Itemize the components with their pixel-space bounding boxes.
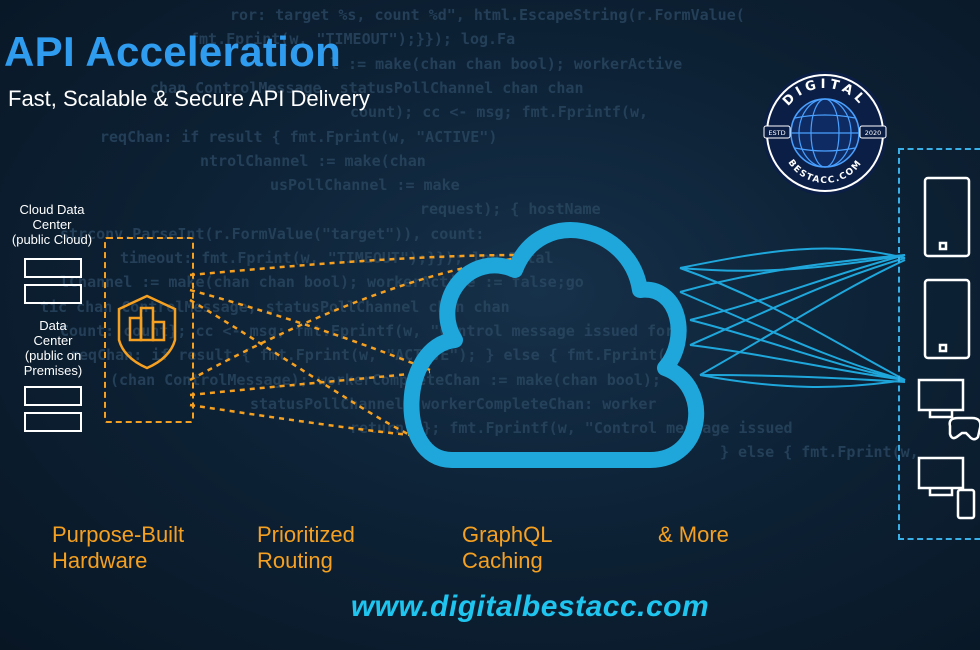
svg-text:2020: 2020 [865,129,882,137]
page-title: API Acceleration [4,28,342,75]
page-subtitle: Fast, Scalable & Secure API Delivery [8,86,370,111]
code-line: timeout: fmt.Fprint(w, "TIMEOUT");}}); l… [120,249,554,267]
phone-icon [923,278,971,360]
server-icon [24,258,82,310]
edge-hardware-box [104,237,194,423]
code-line: ror: target %s, count %d", html.EscapeSt… [230,6,745,24]
code-line: statusPollChannel; workerCompleteChan: w… [250,394,657,413]
code-line: fmt.Fprint(w, "TIMEOUT");}}); log.Fa [190,30,516,49]
server-icon [24,386,82,438]
client-devices-box [898,148,980,540]
code-line: return; }; fmt.Fprintf(w, "Control messa… [350,419,793,438]
code-line: Count: count}; cc <- msg; fmt.Fprintf(w,… [60,321,675,340]
code-line: usPollChannel := make [270,176,460,195]
connection-line [189,403,411,437]
code-line: chan ControlMessage, statusPollChannel c… [150,78,584,97]
digitalbestacc-logo: DIGITAL BESTACC.COM ESTD 2020 [763,71,887,195]
phone-small-icon [956,488,976,520]
cloud-icon [403,222,705,468]
code-line: request); { hostName [420,200,601,219]
code-line: reqChan: if result { fmt.Fprint(w, "ACTI… [70,346,685,365]
onprem-data-center-label: Data Center (public on Premises) [23,318,83,378]
website-url: www.digitalbestacc.com [350,590,710,623]
phone-button-icon [938,241,948,251]
feature-routing: Prioritized Routing [257,522,355,573]
device-icons [917,176,980,520]
gamepad-icon [948,416,980,441]
phone-icon [923,176,971,258]
svg-text:ESTD: ESTD [768,129,785,137]
monitor-icon [917,378,965,412]
code-line: } else { fmt.Fprint(w, [720,443,919,462]
feature-caching: GraphQL Caching [462,522,553,573]
connection-line [189,298,411,437]
feature-hardware: Purpose-Built Hardware [52,522,185,573]
building-icon [117,294,177,370]
phone-button-icon [938,343,948,353]
code-line: (chan ControlMessage); workerCompleteCha… [110,370,661,389]
connection-line [189,253,521,277]
blue-connections [679,247,906,388]
monitor-icon [917,456,965,490]
feature-more: & More [658,522,729,547]
code-line: ntrolChannel := make(chan [200,151,426,170]
connection-line [189,288,431,372]
cloud-data-center-label: Cloud Data Center (public Cloud) [11,202,93,247]
code-line: l := make(chan chan bool); workerActive [330,54,683,73]
code-line: reqChan: if result { fmt.Fprint(w, "ACTI… [100,127,498,146]
code-line: count); cc <- msg; fmt.Fprintf(w, [350,103,649,122]
